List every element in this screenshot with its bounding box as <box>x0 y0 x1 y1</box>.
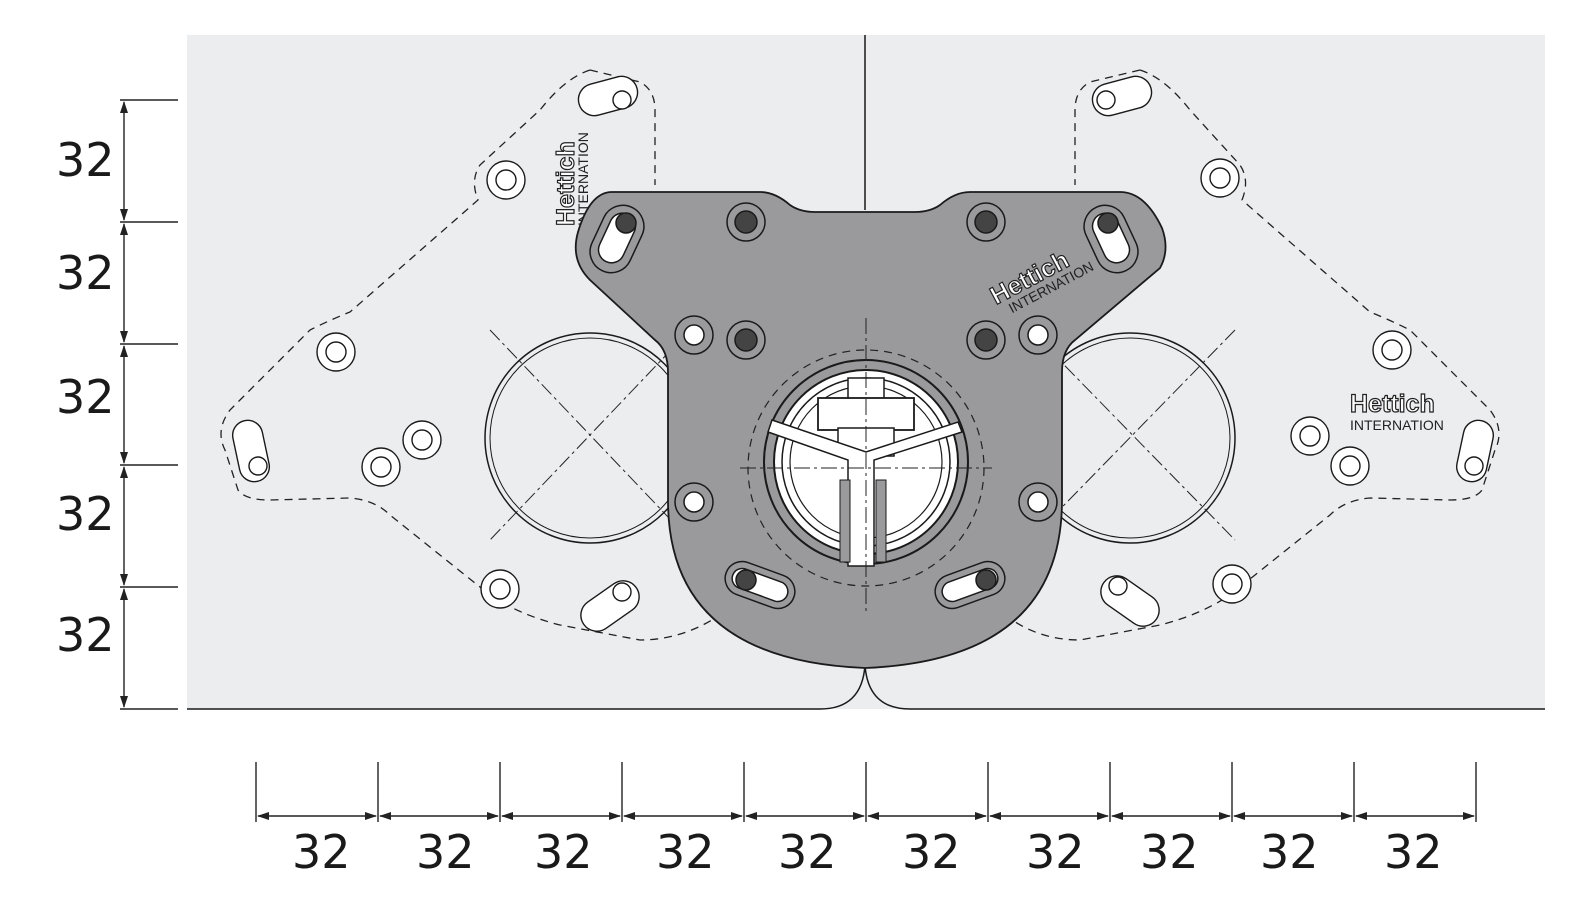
plate-hole-low-left <box>674 482 714 522</box>
horizontal-dim-label: 32 <box>292 825 351 879</box>
plate-slot-bottom-left <box>724 560 796 610</box>
plate-centerlines <box>740 318 992 612</box>
ring-hole-lower-right <box>1212 564 1252 604</box>
ring-hole-left-b <box>361 447 401 487</box>
horizontal-dim-label: 32 <box>1140 825 1199 879</box>
slot-hole-bottom-left <box>580 580 640 632</box>
cup-crosshair-right <box>1029 329 1236 541</box>
plate-pin-top-b <box>966 202 1006 242</box>
horizontal-dimension-chain <box>255 762 1477 822</box>
slot-hole-left <box>231 419 271 483</box>
plate-hole-low-right <box>1018 482 1058 522</box>
ring-hole-right-b <box>1330 446 1370 486</box>
logo-left-sub: INTERNATION <box>575 132 591 226</box>
plate-slot-top-left <box>589 204 645 274</box>
horizontal-dim-label: 32 <box>534 825 593 879</box>
horizontal-dim-label: 32 <box>416 825 475 879</box>
ring-hole-upper-right <box>1200 158 1240 198</box>
slot-hole-bottom-right <box>1100 575 1160 627</box>
ring-hole-left-a <box>402 420 442 460</box>
vertical-dim-label: 32 <box>56 487 115 541</box>
panel-holes <box>231 75 1495 632</box>
cup-crosshair-left <box>489 329 691 541</box>
hidden-plate-outline-left <box>220 69 751 641</box>
plate-pin-mid-left <box>726 320 766 360</box>
plate-pin-top-a <box>726 202 766 242</box>
plate-slot-top-right <box>1083 204 1139 274</box>
logo-left-brand: Hettich <box>552 141 580 226</box>
ring-hole-lower-left <box>480 569 520 609</box>
slot-hole-top-left <box>577 75 639 117</box>
horizontal-dim-label: 32 <box>1384 825 1443 879</box>
ring-hole-mid-right <box>1372 330 1412 370</box>
horizontal-dim-label: 32 <box>1026 825 1085 879</box>
vertical-dimension-labels: 32 32 32 32 32 <box>56 133 115 662</box>
ring-hole-upper-left <box>486 160 526 200</box>
logo-left: Hettich INTERNATION <box>551 132 591 226</box>
horizontal-dimension-labels: 32 32 32 32 32 32 32 32 32 32 <box>292 825 1443 879</box>
hidden-plate-outline-right <box>979 69 1500 641</box>
vertical-dim-label: 32 <box>56 370 115 424</box>
vertical-dim-label: 32 <box>56 133 115 187</box>
ring-hole-right-a <box>1290 416 1330 456</box>
ring-hole-mid-left <box>316 332 356 372</box>
slot-hole-top-right <box>1091 75 1153 117</box>
slot-hole-right <box>1455 419 1495 483</box>
plate-hole-mid-right-outer <box>1018 315 1058 355</box>
horizontal-dim-label: 32 <box>902 825 961 879</box>
horizontal-dim-label: 32 <box>656 825 715 879</box>
plate-holes <box>589 202 1139 610</box>
horizontal-dim-label: 32 <box>778 825 837 879</box>
logo-right-brand: Hettich <box>1350 390 1435 418</box>
vertical-dim-label: 32 <box>56 246 115 300</box>
logo-right: Hettich INTERNATION <box>1349 389 1444 433</box>
plate-pin-mid-right <box>966 320 1006 360</box>
vertical-dimension-chain <box>120 99 178 710</box>
logo-right-sub: INTERNATION <box>1350 417 1444 433</box>
plate-slot-bottom-right <box>934 560 1006 610</box>
horizontal-dim-label: 32 <box>1260 825 1319 879</box>
plate-hole-mid-left-outer <box>674 315 714 355</box>
vertical-dim-label: 32 <box>56 608 115 662</box>
